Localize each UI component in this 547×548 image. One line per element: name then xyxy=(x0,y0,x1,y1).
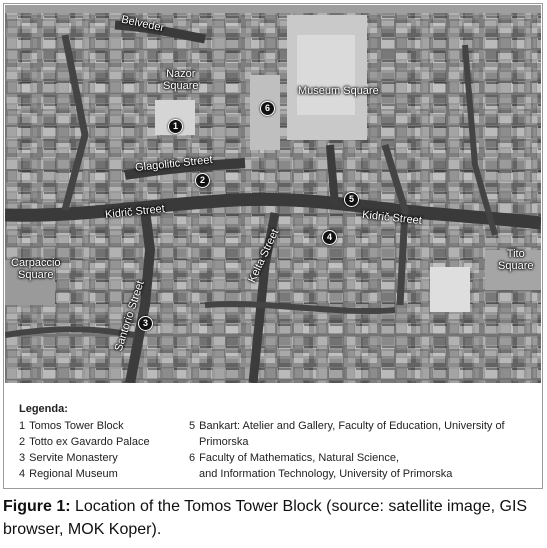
tito-line1: Tito xyxy=(506,248,525,260)
nazor-line2: Square xyxy=(163,80,199,92)
place-label-nazor-square: Nazor Square xyxy=(163,68,198,92)
map-imagery xyxy=(5,5,541,383)
caption-label: Figure 1: xyxy=(3,498,71,515)
figure-caption: Figure 1: Location of the Tomos Tower Bl… xyxy=(3,495,543,541)
carpaccio-line1: Carpaccio xyxy=(11,257,61,269)
map-marker-5[interactable]: 5 xyxy=(344,192,359,207)
tito-line2: Square xyxy=(498,260,534,272)
map-marker-3[interactable]: 3 xyxy=(138,316,153,331)
map-marker-2[interactable]: 2 xyxy=(195,173,210,188)
satellite-map: Belveder Glagolitic Street Kidrič Street… xyxy=(5,5,541,383)
map-marker-4[interactable]: 4 xyxy=(322,230,337,245)
map-marker-6[interactable]: 6 xyxy=(260,101,275,116)
place-label-carpaccio-square: Carpaccio Square xyxy=(11,257,61,281)
map-marker-1[interactable]: 1 xyxy=(168,119,183,134)
nazor-line1: Nazor xyxy=(166,68,196,80)
caption-text: Location of the Tomos Tower Block (sourc… xyxy=(3,498,528,538)
place-label-tito-square: Tito Square xyxy=(498,248,533,272)
place-label-museum-square: Museum Square xyxy=(298,85,379,97)
carpaccio-line2: Square xyxy=(18,269,54,281)
legend-item-5-cont: Primorska xyxy=(199,436,249,448)
legend-item-6-cont: and Information Technology, University o… xyxy=(199,468,453,480)
legend-title: Legenda: xyxy=(19,403,68,415)
